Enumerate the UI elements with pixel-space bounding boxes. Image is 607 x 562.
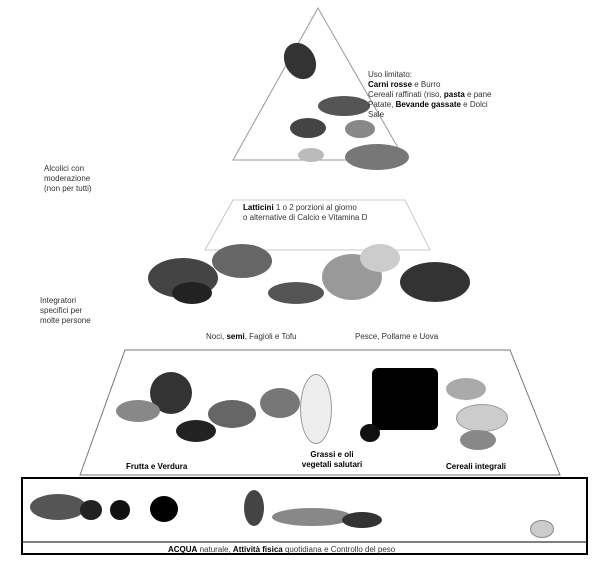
dairy-servings: 1 o 2 porzioni al giorno <box>274 203 357 212</box>
bread-label: e pane <box>465 90 492 99</box>
alcohol-note-line2: moderazione <box>44 174 124 184</box>
healthy-fats-line1: Grassi e oli <box>292 450 372 460</box>
fruit-vegetables-label: Frutta e Verdura <box>126 462 187 471</box>
potatoes-label: Patate, <box>368 100 396 109</box>
water-activity-label: ACQUA naturale, Attività fisica quotidia… <box>168 545 395 555</box>
dairy-tier-text: Latticini 1 o 2 porzioni al giorno o alt… <box>243 203 443 223</box>
top-tier-line1: Uso limitato: <box>368 70 568 80</box>
healthy-fats-line2: vegetali salutari <box>292 460 372 470</box>
supplements-note-line3: molte persone <box>40 316 130 326</box>
supplements-note-line1: Integratori <box>40 296 130 306</box>
soft-drinks-label: Bevande gassate <box>396 100 461 109</box>
dairy-alternatives: o alternative di Calcio e Vitamina D <box>243 213 443 223</box>
fish-poultry-eggs-label: Pesce, Pollame e Uova <box>355 332 438 342</box>
supplements-note-line2: specifici per <box>40 306 130 316</box>
healthy-fats-label: Grassi e oli vegetali salutari <box>292 450 372 470</box>
beans-tofu-label: , Fagioli e Tofu <box>245 332 297 341</box>
alcohol-note: Alcolici con moderazione (non per tutti) <box>44 164 124 194</box>
nuts-seeds-label: Noci, semi, Fagioli e Tofu <box>206 332 297 342</box>
nuts-label: Noci, <box>206 332 226 341</box>
dairy-label: Latticini <box>243 203 274 212</box>
alcohol-note-line3: (non per tutti) <box>44 184 124 194</box>
sweets-label: e Dolci <box>461 100 488 109</box>
top-tier-text: Uso limitato: Carni rosse e Burro Cereal… <box>368 70 568 120</box>
refined-cereals-label: Cereali raffinati (riso, <box>368 90 444 99</box>
seeds-label: semi <box>226 332 244 341</box>
bread-loaf <box>372 368 438 430</box>
whole-grains-label: Cereali integrali <box>446 462 506 471</box>
salt-label: Sale <box>368 110 568 120</box>
weight-control-label: quotidiana e Controllo del peso <box>283 545 396 554</box>
water-rest-label: naturale, <box>197 545 233 554</box>
water-label: ACQUA <box>168 545 197 554</box>
physical-activity-label: Attività fisica <box>233 545 283 554</box>
alcohol-note-line1: Alcolici con <box>44 164 124 174</box>
pasta-label: pasta <box>444 90 465 99</box>
supplements-note: Integratori specifici per molte persone <box>40 296 130 326</box>
butter-label: e Burro <box>412 80 440 89</box>
red-meat-label: Carni rosse <box>368 80 412 89</box>
